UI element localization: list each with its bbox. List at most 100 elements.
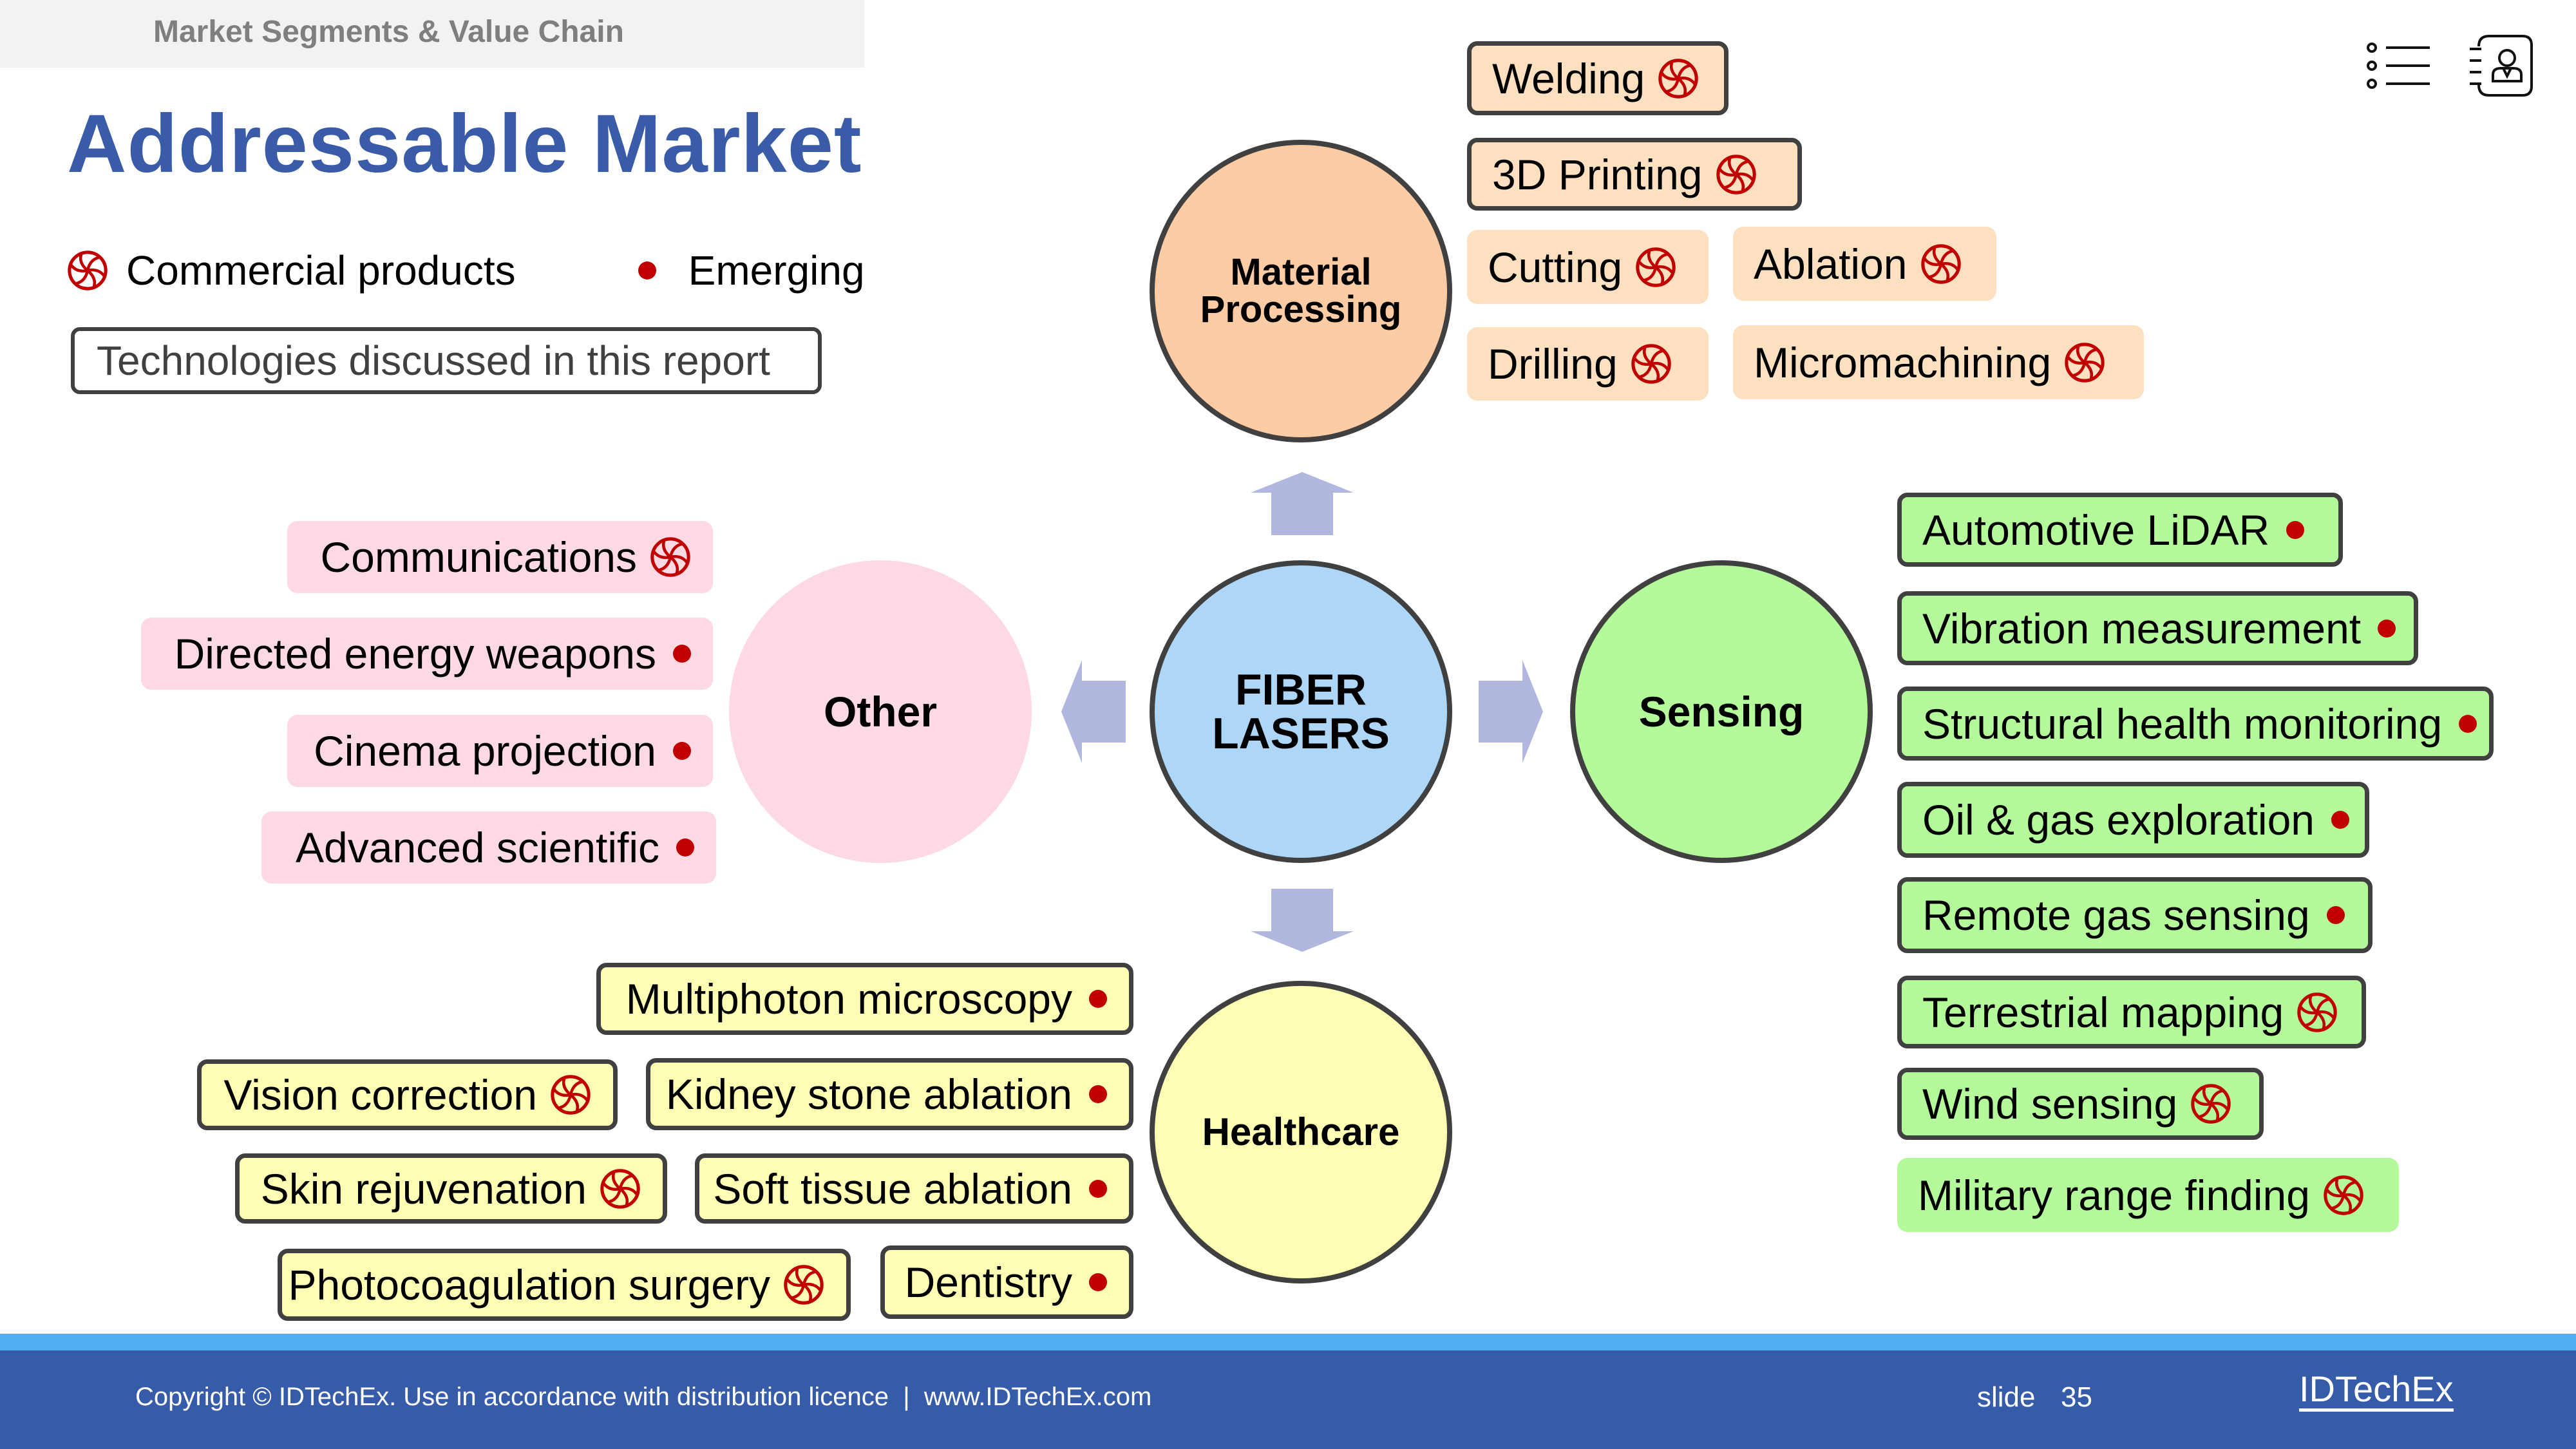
item-label: Wind sensing — [1922, 1080, 2178, 1128]
arrow-down — [1251, 889, 1354, 952]
sensing-label: Sensing — [1638, 688, 1804, 735]
segment-sensing: Sensing — [1570, 560, 1873, 863]
healthcare-item-dentistry: Dentistry — [880, 1245, 1133, 1319]
item-label: Communications — [320, 533, 637, 581]
spiral-icon — [1920, 243, 1962, 285]
footer-bar — [0, 1350, 2576, 1449]
other-item-advanced-scientific: Advanced scientific — [261, 811, 716, 884]
legend-discussed-label: Technologies discussed in this report — [97, 337, 770, 384]
legend-commercial: Commercial products — [67, 247, 516, 294]
red-dot-icon — [638, 261, 656, 279]
material-item-3d-printing: 3D Printing — [1467, 138, 1802, 211]
arrow-right — [1479, 660, 1543, 763]
healthcare-item-photocoagulation-surgery: Photocoagulation surgery — [278, 1249, 851, 1321]
red-dot-icon — [1089, 1273, 1107, 1291]
contact-book-icon[interactable] — [2470, 33, 2534, 98]
spiral-icon — [650, 536, 691, 578]
item-label: Ablation — [1754, 240, 1908, 288]
item-label: Dentistry — [904, 1258, 1072, 1306]
item-label: Military range finding — [1918, 1171, 2310, 1219]
healthcare-item-skin-rejuvenation: Skin rejuvenation — [235, 1153, 667, 1224]
spiral-icon — [550, 1074, 591, 1115]
section-header-bar: Market Segments & Value Chain — [0, 0, 864, 68]
legend-discussed-box: Technologies discussed in this report — [71, 327, 822, 394]
spiral-icon — [2190, 1083, 2231, 1124]
sensing-item-structural-health-monitoring: Structural health monitoring — [1897, 687, 2494, 761]
footer-copyright: Copyright © IDTechEx. Use in accordance … — [135, 1383, 1152, 1411]
red-dot-icon — [2331, 811, 2349, 829]
spiral-icon — [1635, 247, 1676, 288]
red-dot-icon — [1089, 1179, 1107, 1198]
material-item-cutting: Cutting — [1467, 230, 1709, 304]
other-item-communications: Communications — [287, 521, 713, 593]
red-dot-icon — [2459, 714, 2477, 733]
material-item-micromachining: Micromachining — [1733, 325, 2144, 399]
segment-other: Other — [729, 560, 1032, 863]
red-dot-icon — [2286, 520, 2305, 539]
other-item-directed-energy-weapons: Directed energy weapons — [141, 618, 713, 690]
sensing-item-oil-and-gas-exploration: Oil & gas exploration — [1897, 782, 2369, 858]
legend-commercial-label: Commercial products — [126, 247, 516, 294]
list-icon[interactable] — [2367, 40, 2431, 91]
item-label: Directed energy weapons — [174, 630, 656, 677]
item-label: Photocoagulation surgery — [288, 1261, 771, 1309]
sensing-item-terrestrial-mapping: Terrestrial mapping — [1897, 976, 2366, 1048]
legend-emerging: Emerging — [516, 247, 865, 294]
section-title: Market Segments & Value Chain — [153, 15, 624, 49]
item-label: Kidney stone ablation — [665, 1070, 1072, 1118]
spiral-icon — [783, 1264, 824, 1305]
center-line2: LASERS — [1212, 709, 1390, 758]
legend-emerging-label: Emerging — [688, 247, 865, 294]
other-label: Other — [823, 688, 938, 735]
healthcare-item-vision-correction: Vision correction — [197, 1059, 618, 1130]
healthcare-item-soft-tissue-ablation: Soft tissue ablation — [695, 1153, 1133, 1224]
item-label: Vibration measurement — [1922, 604, 2362, 652]
material-line2: Processing — [1200, 289, 1402, 330]
spiral-icon — [2297, 992, 2338, 1033]
brand-logo[interactable]: IDTechEx — [2299, 1370, 2454, 1412]
spiral-icon — [600, 1168, 641, 1209]
spiral-icon — [1658, 58, 1699, 99]
item-label: Cinema projection — [314, 727, 656, 775]
other-item-cinema-projection: Cinema projection — [287, 715, 713, 787]
item-label: Multiphoton microscopy — [625, 975, 1072, 1023]
sensing-item-wind-sensing: Wind sensing — [1897, 1068, 2264, 1140]
item-label: Welding — [1492, 54, 1645, 102]
sensing-item-remote-gas-sensing: Remote gas sensing — [1897, 877, 2372, 953]
red-dot-icon — [673, 645, 691, 663]
red-dot-icon — [1089, 990, 1107, 1008]
item-label: Oil & gas exploration — [1922, 796, 2315, 844]
material-item-welding: Welding — [1467, 41, 1728, 115]
spiral-icon — [2323, 1175, 2364, 1216]
slide-number: 35 — [2061, 1381, 2092, 1413]
slide-label: slide — [1977, 1381, 2036, 1413]
red-dot-icon — [673, 742, 691, 760]
red-dot-icon — [2326, 906, 2345, 924]
spiral-icon — [2064, 342, 2105, 383]
red-dot-icon — [1089, 1085, 1107, 1103]
spiral-icon — [1631, 343, 1672, 384]
healthcare-item-kidney-stone-ablation: Kidney stone ablation — [646, 1058, 1133, 1130]
footer-accent-bar — [0, 1334, 2576, 1350]
material-item-drilling: Drilling — [1467, 327, 1709, 401]
item-label: Remote gas sensing — [1922, 891, 2310, 939]
item-label: Drilling — [1488, 340, 1618, 388]
healthcare-label: Healthcare — [1202, 1110, 1400, 1153]
item-label: Soft tissue ablation — [713, 1164, 1072, 1213]
page-title: Addressable Market — [67, 98, 862, 190]
material-item-ablation: Ablation — [1733, 227, 1996, 301]
center-line1: FIBER — [1235, 665, 1367, 714]
arrow-left — [1061, 660, 1126, 763]
arrow-up — [1251, 472, 1354, 535]
spiral-icon — [67, 250, 108, 291]
item-label: Skin rejuvenation — [260, 1164, 587, 1213]
item-label: Cutting — [1488, 243, 1623, 291]
item-label: Terrestrial mapping — [1922, 988, 2284, 1036]
item-label: Structural health monitoring — [1922, 699, 2443, 748]
red-dot-icon — [676, 838, 694, 857]
sensing-item-military-range-finding: Military range finding — [1897, 1158, 2399, 1232]
item-label: Advanced scientific — [296, 824, 659, 871]
healthcare-item-multiphoton-microscopy: Multiphoton microscopy — [596, 963, 1133, 1035]
